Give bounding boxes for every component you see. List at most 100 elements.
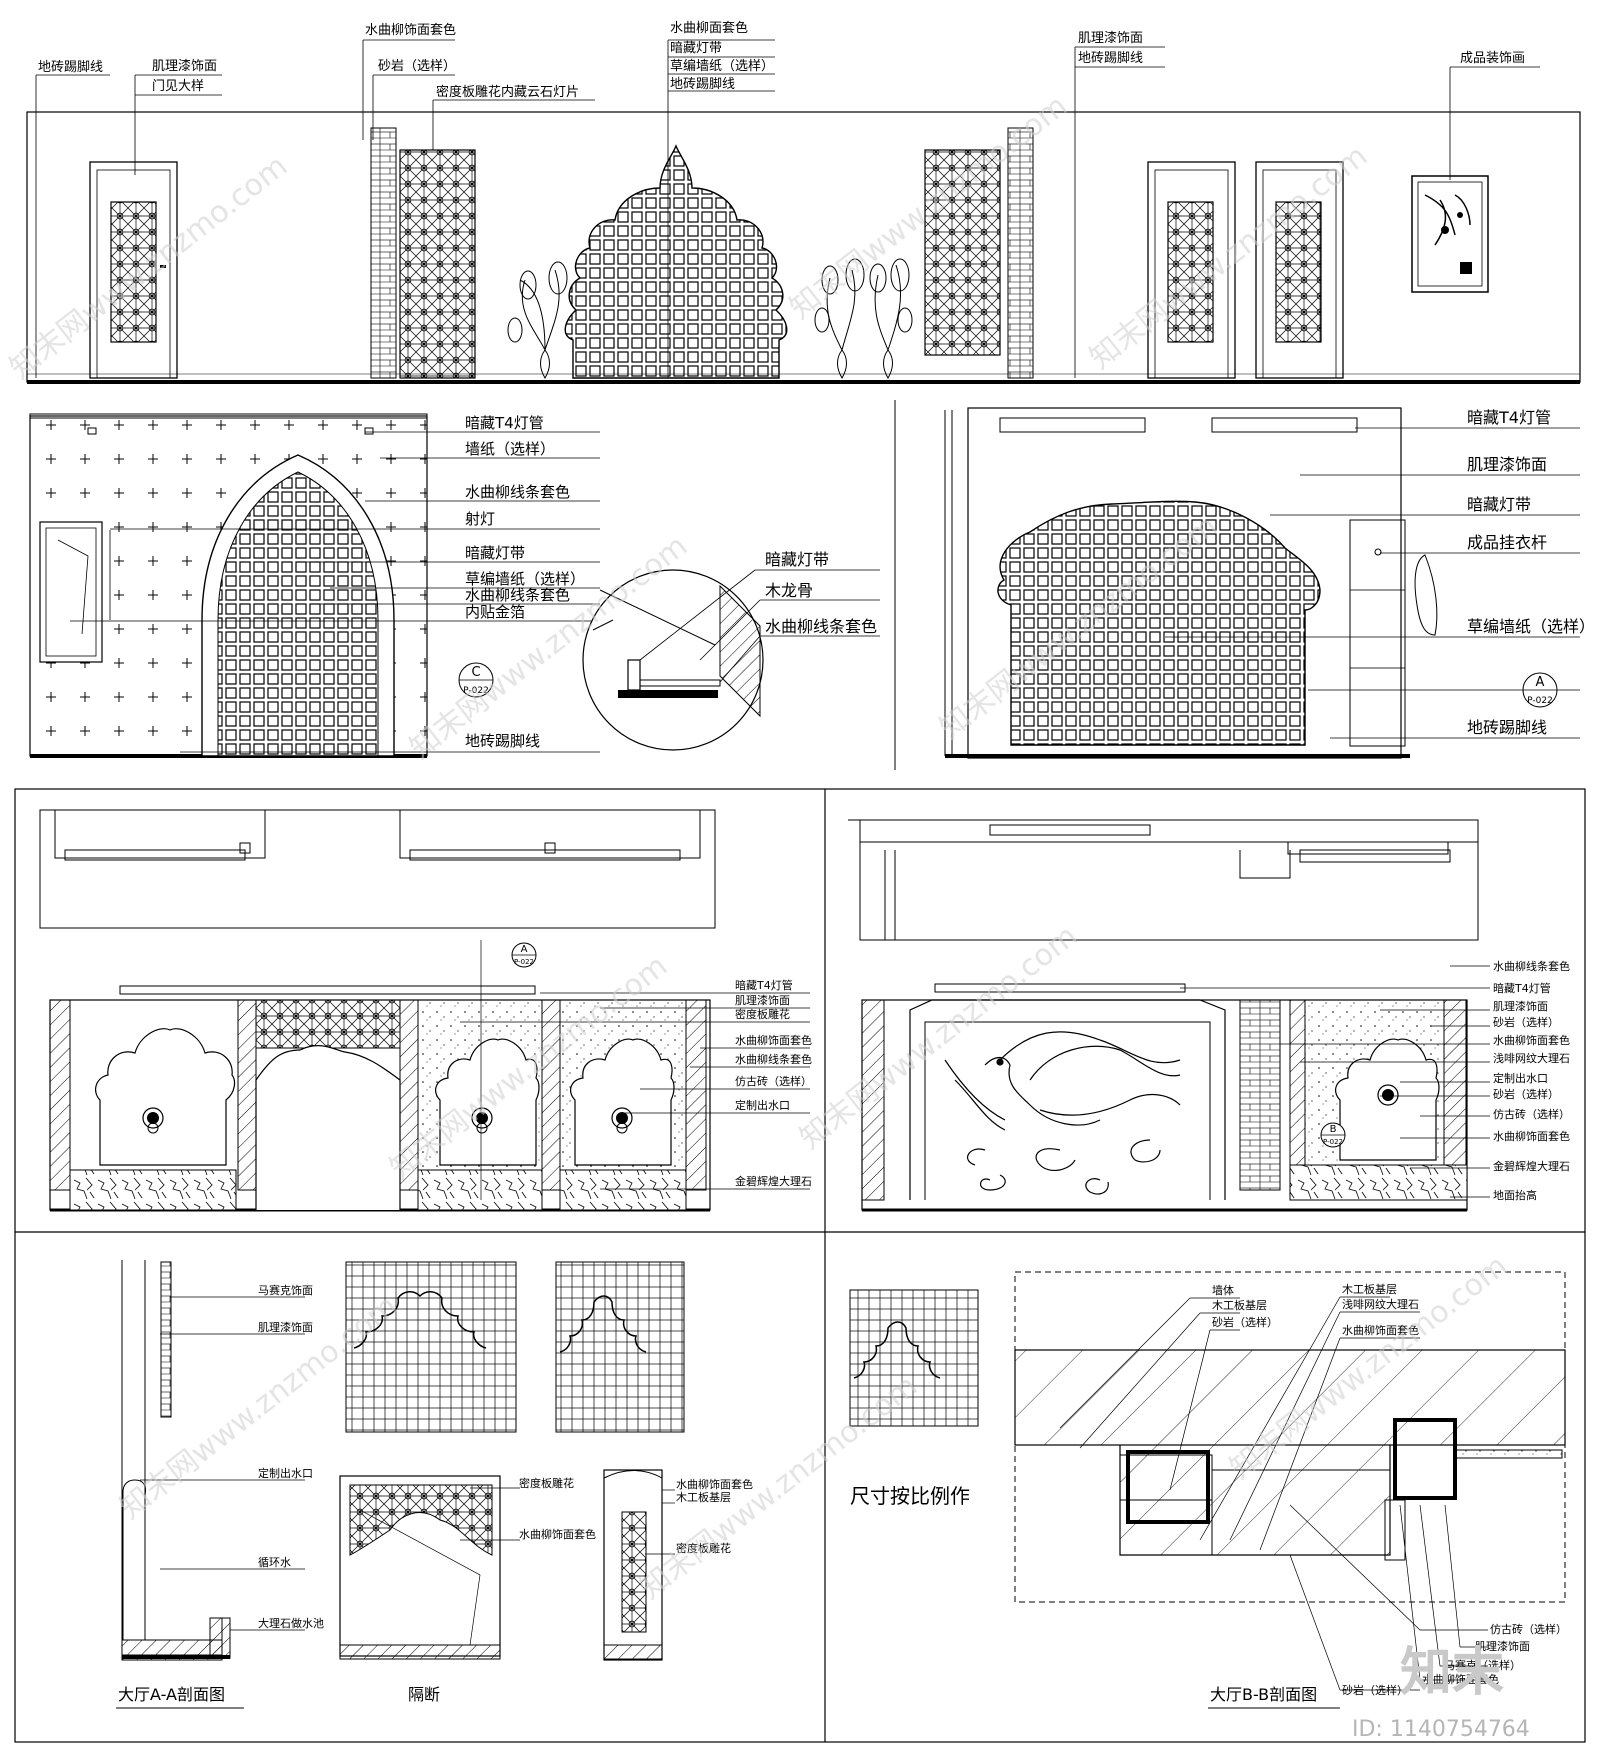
label: 金碧辉煌大理石: [1493, 1159, 1570, 1173]
label: 木工板基层: [676, 1490, 731, 1504]
label: 砂岩（选样）: [1212, 1315, 1278, 1329]
label: 密度板雕花内藏云石灯片: [436, 84, 579, 100]
label: 水曲柳面套色: [670, 20, 748, 36]
label: 木工板基层: [1212, 1298, 1267, 1312]
callout-a: A P-022: [1522, 672, 1558, 708]
label: 水曲柳饰面套色: [1493, 1129, 1570, 1143]
label: 肌理漆饰面: [258, 1320, 313, 1334]
callout-c: C P-022: [458, 662, 494, 698]
label: 仿古砖（选样）: [1493, 1107, 1570, 1121]
label: 暗藏T4灯管: [465, 414, 544, 432]
label: 定制出水口: [735, 1098, 790, 1112]
label: 金碧辉煌大理石: [735, 1174, 812, 1188]
label: 定制出水口: [1493, 1071, 1548, 1085]
label: 水曲柳饰面套色: [1493, 1033, 1570, 1047]
lion-knocker-icon: [1377, 1084, 1399, 1106]
phoenix-carving-icon: [944, 1031, 1181, 1195]
label: 暗藏灯带: [1467, 495, 1531, 514]
svg-text:C: C: [471, 665, 480, 680]
panel-3-elevation: A P-022 暗藏T4灯管 肌理漆饰面 密度板雕花 水曲柳饰面套色 水曲柳线条…: [39, 809, 812, 1212]
label: 仿古砖（选样）: [735, 1074, 812, 1088]
label: 草编墙纸（选样）: [1467, 617, 1595, 636]
callout-a-panel3: A P-022: [511, 942, 537, 968]
mid-right-elevation: A P-022 暗藏T4灯管 肌理漆饰面 暗藏灯带 成品挂衣杆 草编墙纸（选样）…: [944, 407, 1595, 759]
label: 水曲柳线条套色: [1493, 959, 1570, 973]
label: 砂岩（选样）: [378, 59, 456, 74]
label: 成品挂衣杆: [1467, 533, 1547, 552]
svg-text:A: A: [521, 944, 528, 955]
label: 仿古砖（选样）: [1490, 1622, 1567, 1636]
label: 暗藏灯带: [465, 544, 525, 562]
label: 水曲柳饰面套色: [1422, 1672, 1499, 1686]
label: 地面抬高: [1493, 1188, 1537, 1202]
label: 水曲柳线条套色: [465, 483, 570, 501]
label: 肌理漆饰面: [152, 58, 217, 74]
label: 内贴金箔: [465, 603, 525, 621]
top-elevation: 地砖踢脚线 肌理漆饰面 门见大样 水曲柳饰面套色 砂岩（选样） 密度板雕花内藏云…: [26, 20, 1581, 384]
label: 密度板雕花: [735, 1007, 790, 1021]
label: 砂岩（选样）: [1493, 1015, 1559, 1029]
brand-mark: 知末: [1400, 1643, 1504, 1703]
label: 水曲柳饰面套色: [1342, 1323, 1419, 1337]
label: 暗藏T4灯管: [1493, 981, 1551, 995]
label: 水曲柳饰面套色: [519, 1527, 596, 1541]
label: 水曲柳线条套色: [735, 1052, 812, 1066]
door-right-2: [1255, 161, 1344, 379]
label: 马赛克饰面: [258, 1283, 313, 1297]
panel-4-elevation: B P-022 水曲柳线条套色 暗藏T4灯管 肌理漆饰面 砂岩（选样） 水曲柳饰…: [848, 819, 1570, 1212]
label: 大理石做水池: [258, 1616, 324, 1630]
callout-b: B P-022: [1320, 1122, 1346, 1148]
label: 暗藏灯带: [670, 41, 722, 56]
plant-icon: [507, 261, 568, 379]
label: 水曲柳饰面套色: [365, 22, 456, 38]
door-left: [89, 161, 178, 379]
decor-painting: [1411, 175, 1489, 293]
label: 马赛克（选样）: [1444, 1658, 1521, 1672]
label: 地砖踢脚线: [465, 732, 540, 750]
panel-5-sections: 马赛克饰面 肌理漆饰面 定制出水口 循环水 大理石做水池 密度板雕花 水曲柳饰: [116, 1260, 753, 1709]
svg-text:P-022: P-022: [463, 686, 489, 696]
svg-text:知末网www.znzmo.com: 知末网www.znzmo.com: [3, 148, 294, 386]
title-bb-section: 大厅B-B剖面图: [1210, 1685, 1317, 1704]
label: 成品装饰画: [1460, 51, 1525, 66]
label: 密度板雕花: [676, 1541, 731, 1555]
label: 砂岩（选样）: [1493, 1087, 1559, 1101]
label: 地砖踢脚线: [38, 59, 103, 75]
svg-text:知末网www.znzmo.com: 知末网www.znzmo.com: [1083, 138, 1374, 376]
label: 砂岩（选样）: [1342, 1683, 1408, 1697]
plant-icon: [814, 258, 865, 379]
label: 肌理漆饰面: [1078, 30, 1143, 46]
scale-note: 尺寸按比例作: [850, 1484, 970, 1508]
id-label: ID: 1140754764: [1352, 1717, 1530, 1742]
label: 木工板基层: [1342, 1282, 1397, 1296]
panel-6-bb-section: 尺寸按比例作 墙体 木工板基层 砂岩（选样） 木工板基层: [849, 1271, 1567, 1709]
label: 浅啡网纹大理石: [1493, 1051, 1570, 1065]
label: 水曲柳线条套色: [465, 586, 570, 604]
label: 木龙骨: [765, 581, 813, 600]
label: 暗藏T4灯管: [1467, 408, 1551, 427]
plant-icon: [869, 258, 913, 379]
label: 肌理漆饰面: [735, 993, 790, 1007]
label: 地砖踢脚线: [1467, 718, 1547, 737]
label: 暗藏T4灯管: [735, 978, 793, 992]
label: 肌理漆饰面: [1493, 999, 1548, 1013]
svg-text:P-022: P-022: [1527, 696, 1553, 706]
label: 水曲柳饰面套色: [735, 1033, 812, 1047]
label: 暗藏灯带: [765, 550, 829, 569]
label: 草编墙纸（选样）: [670, 59, 774, 74]
label: 密度板雕花: [519, 1476, 574, 1490]
svg-text:A: A: [1536, 675, 1545, 690]
label: 草编墙纸（选样）: [465, 570, 585, 588]
label: 循环水: [258, 1556, 291, 1569]
label: 射灯: [465, 510, 495, 528]
detail-circle: [582, 569, 764, 751]
label: 浅啡网纹大理石: [1342, 1297, 1419, 1311]
label: 墙纸（选样）: [465, 440, 555, 458]
svg-text:知末网www.znzmo.com: 知末网www.znzmo.com: [793, 918, 1084, 1156]
svg-text:P-022: P-022: [1323, 1138, 1343, 1146]
title-aa-section: 大厅A-A剖面图: [118, 1685, 225, 1704]
label: 定制出水口: [258, 1466, 313, 1480]
svg-text:P-022: P-022: [514, 958, 534, 966]
label: 肌理漆饰面: [1467, 455, 1547, 474]
